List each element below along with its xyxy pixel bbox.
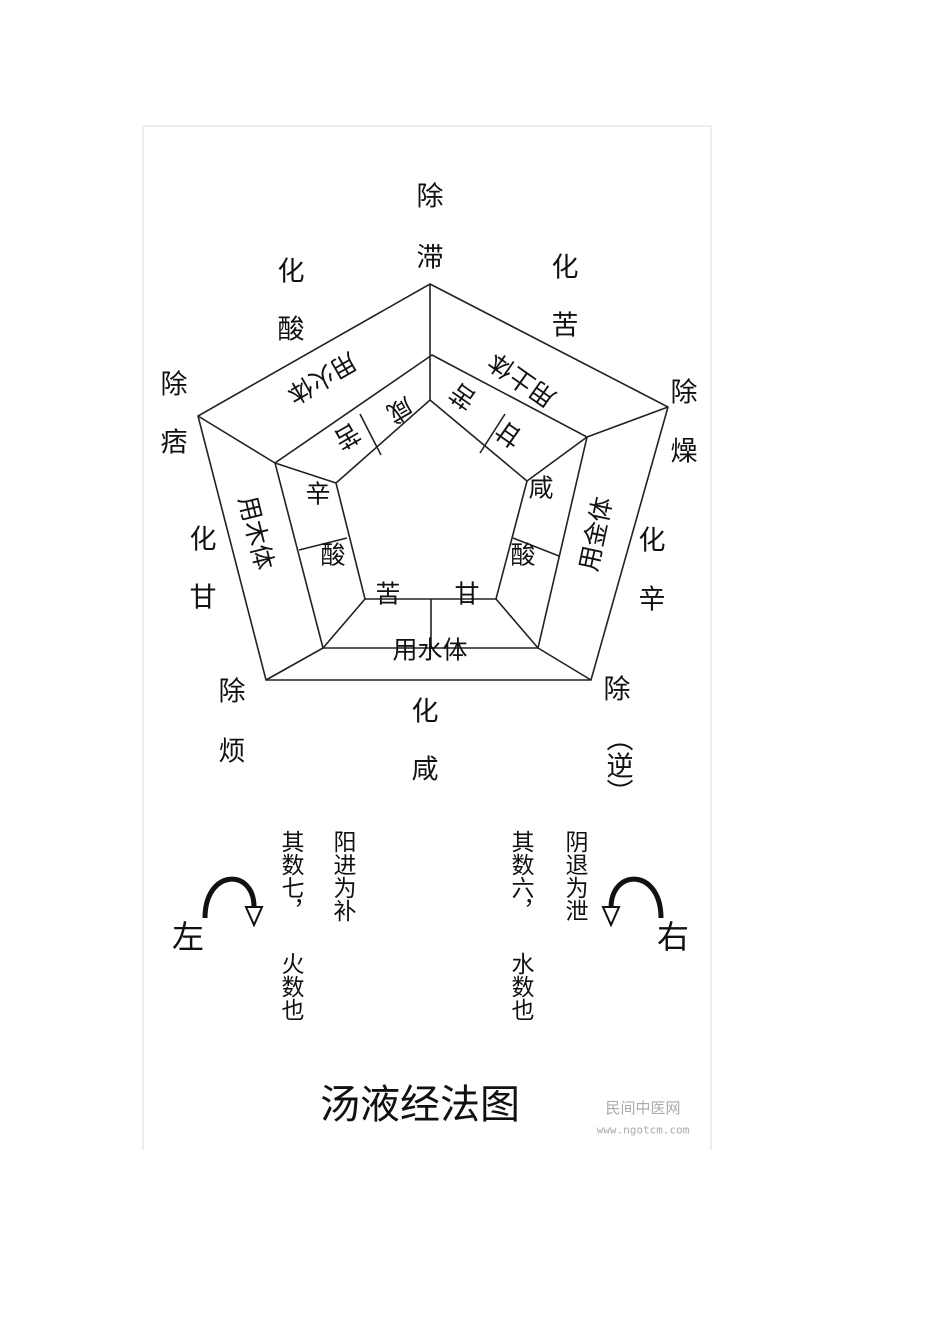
cell-wood-suan: 酸 xyxy=(320,541,345,570)
inner-cells: 咸 苦 苦 甘 咸 酸 辛 酸 苦 甘 xyxy=(305,377,553,609)
right-col1: 阴退为泄 xyxy=(561,830,589,922)
cell-wood-xin: 辛 xyxy=(305,480,330,509)
counterclockwise-arrow-icon xyxy=(608,876,664,919)
right-col2a: 其数六， xyxy=(507,830,535,922)
label-chu-bottom-left: 除 xyxy=(219,677,246,708)
cell-earth-gan: 甘 xyxy=(490,415,527,453)
label-chu-right: 除 xyxy=(671,378,698,409)
arrowhead-icon xyxy=(601,906,621,928)
ring-wood: 用木体 xyxy=(233,493,279,573)
outer-pentagon xyxy=(197,283,669,681)
arrowhead-icon xyxy=(244,906,264,928)
watermark-url: www.ngotcm.com xyxy=(597,1124,690,1137)
cell-earth-ku: 苦 xyxy=(444,377,481,415)
right-note: 右 阴退为泄 其数六， 水数也 xyxy=(507,830,689,1021)
label-chu-bottom-right: 除 xyxy=(604,675,631,706)
ring-metal: 用金体 xyxy=(574,494,618,573)
label-hua-bottom: 化 xyxy=(412,697,439,728)
label-suan: 酸 xyxy=(278,315,305,346)
label-ku: 苦 xyxy=(552,311,579,342)
cell-water-ku: 苦 xyxy=(375,580,400,609)
outer-labels: 除 滞 化 苦 除 燥 化 辛 除 （逆） 化 咸 除 烦 化 甘 除 痞 化 … xyxy=(161,182,698,806)
clockwise-arrow-icon xyxy=(202,876,257,919)
left-note: 左 阳进为补 其数七， 火数也 xyxy=(172,830,357,1021)
label-chu-left: 除 xyxy=(161,370,188,401)
right-col2b: 水数也 xyxy=(507,952,535,1021)
label-xin: 辛 xyxy=(639,585,666,616)
label-hua-top-right: 化 xyxy=(552,253,579,284)
label-hua-top-left: 化 xyxy=(278,257,305,288)
label-gan: 甘 xyxy=(190,583,217,614)
divider-lines xyxy=(197,284,669,681)
label-ni: （逆） xyxy=(602,725,634,806)
label-zao: 燥 xyxy=(671,437,698,468)
ring-fire: 用火体 xyxy=(282,347,361,410)
left-col2a: 其数七， xyxy=(277,830,305,922)
left-col1: 阳进为补 xyxy=(329,830,357,922)
cell-water-gan: 甘 xyxy=(454,580,479,609)
left-col2b: 火数也 xyxy=(277,952,305,1021)
frame-border xyxy=(142,125,712,1150)
cell-metal-xian: 咸 xyxy=(528,474,553,503)
ring-labels: 用火体 用土体 用金体 用木体 用水体 xyxy=(233,347,618,665)
label-chu-top: 除 xyxy=(417,182,444,213)
diagram-title: 汤液经法图 xyxy=(320,1082,520,1128)
cell-metal-suan: 酸 xyxy=(510,541,535,570)
right-label: 右 xyxy=(657,918,689,956)
watermark-name: 民间中医网 xyxy=(605,1099,680,1117)
label-hua-left: 化 xyxy=(190,525,217,556)
left-label: 左 xyxy=(172,918,204,956)
label-zhi: 滞 xyxy=(417,243,444,274)
label-pi: 痞 xyxy=(161,428,188,459)
label-hua-right: 化 xyxy=(639,526,666,557)
ring-water: 用水体 xyxy=(392,636,467,665)
label-xian: 咸 xyxy=(412,755,439,786)
cell-fire-xian: 咸 xyxy=(382,391,418,429)
label-fan: 烦 xyxy=(219,737,246,768)
